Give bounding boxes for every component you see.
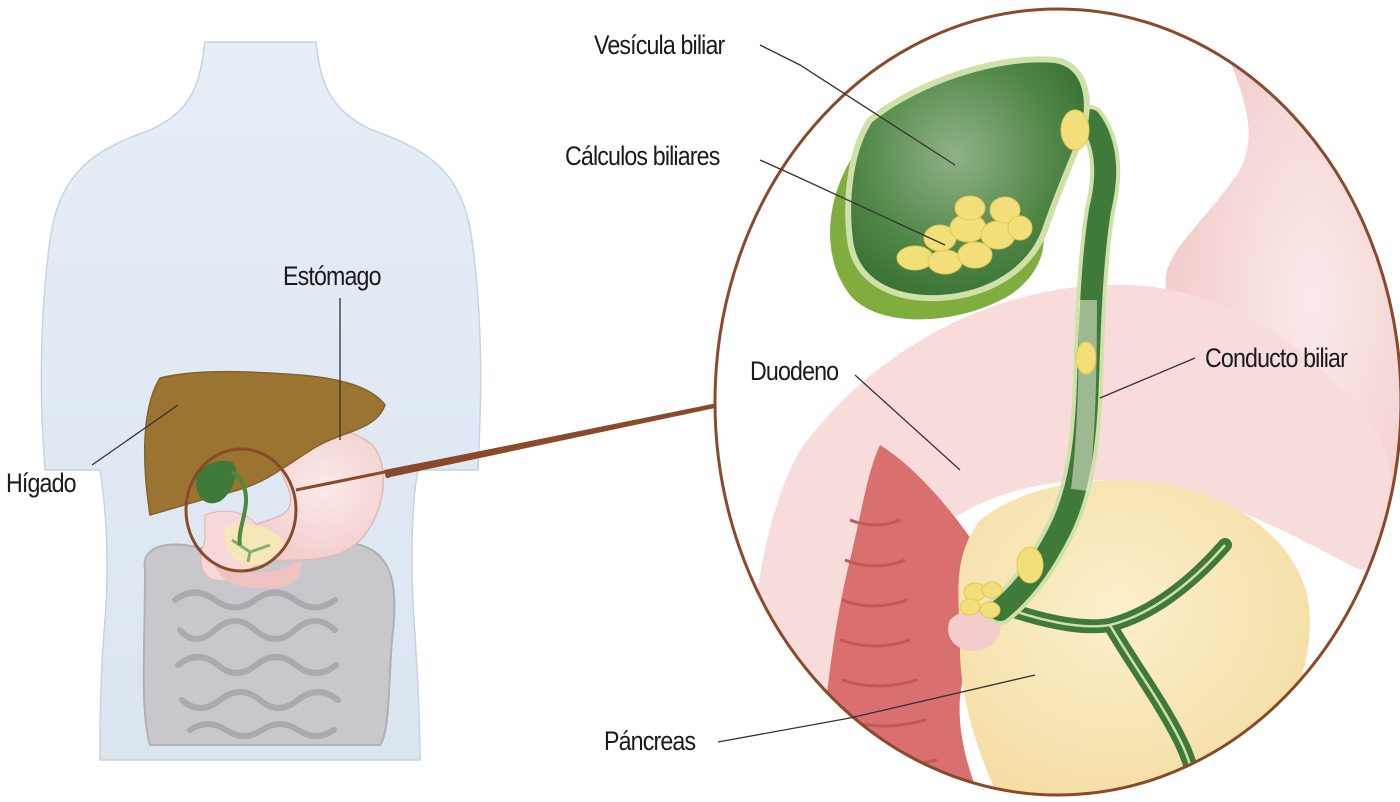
- pancreas-large: [958, 480, 1310, 795]
- small-intestine-coils: [172, 589, 341, 739]
- large-intestine: [142, 539, 396, 746]
- stomach: [235, 426, 384, 562]
- gallstone: [1060, 109, 1090, 151]
- duodenum-folds: [839, 518, 938, 768]
- bile-duct-overlay: [1071, 299, 1097, 492]
- zoom-circle-small: [184, 447, 298, 573]
- label-vesicula-biliar: Vesícula biliar: [594, 30, 725, 60]
- label-higado: Hígado: [6, 468, 77, 498]
- gallstone: [957, 241, 993, 269]
- gallstone: [959, 598, 981, 616]
- zoom-circle-large: [713, 7, 1400, 797]
- gallstone: [954, 195, 986, 221]
- magnified-view: [715, 9, 1400, 795]
- label-conducto-biliar: Conducto biliar: [1205, 343, 1348, 373]
- leader-duodeno: [854, 374, 961, 471]
- label-calculos-biliares: Cálculos biliares: [565, 141, 720, 171]
- gallstone: [989, 196, 1021, 224]
- gallstone: [896, 245, 934, 271]
- bile-duct-small: [230, 470, 249, 546]
- label-estomago: Estómago: [283, 261, 382, 291]
- leader-pancreas: [717, 674, 1036, 743]
- leader-calculos: [759, 159, 946, 246]
- duodenum-lower: [215, 560, 301, 589]
- gallstone: [1075, 341, 1097, 375]
- gallbladder-large: [845, 56, 1090, 302]
- leader-vesicula: [759, 44, 956, 166]
- leader-conducto: [1099, 357, 1196, 399]
- gallbladder-small: [195, 460, 237, 504]
- gallstones: [896, 109, 1097, 619]
- leader-lines: [717, 44, 1196, 743]
- gallstone: [981, 581, 1003, 599]
- intestines: [142, 539, 396, 746]
- ampulla: [948, 608, 1001, 651]
- duodenum-large: [750, 284, 1394, 795]
- gallstone: [1016, 546, 1044, 584]
- label-duodeno: Duodeno: [750, 356, 839, 386]
- gallstone: [927, 249, 963, 275]
- label-pancreas: Páncreas: [604, 726, 696, 756]
- zoom-connector-wedge: [384, 405, 715, 478]
- gallstone: [979, 601, 1001, 619]
- gallstone: [1007, 215, 1033, 241]
- leader-higado: [91, 404, 179, 466]
